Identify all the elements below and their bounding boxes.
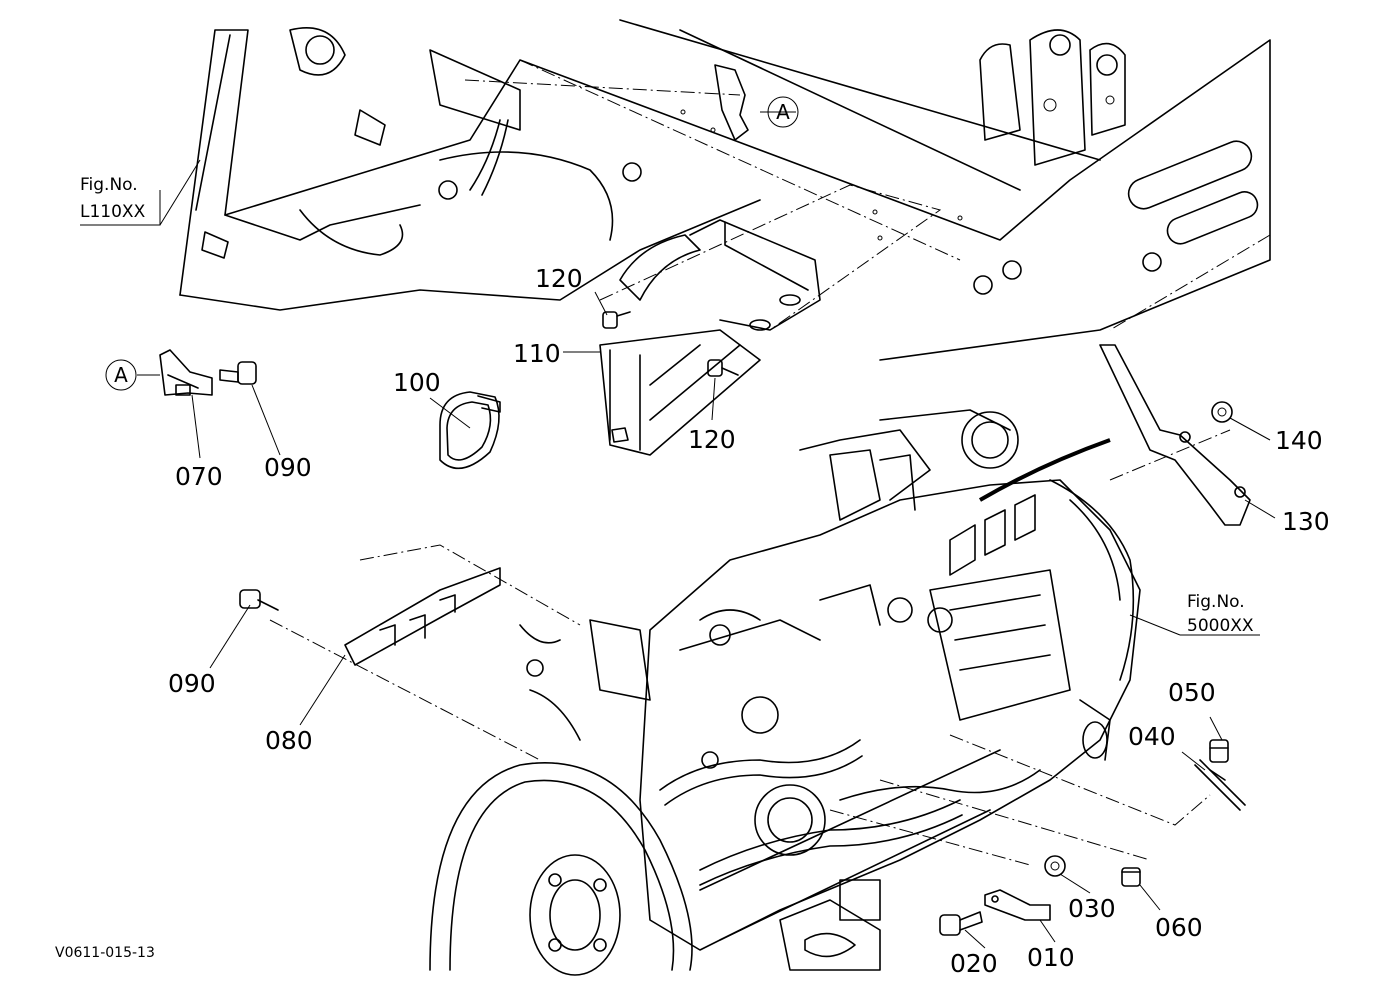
bolt-090-upper (219, 361, 257, 385)
leader-lines (269, 59, 1271, 866)
reference-marker-a-top: A (767, 96, 799, 128)
nut-030 (1044, 855, 1066, 877)
callout-080: 080 (265, 726, 313, 755)
bolt-020 (939, 911, 983, 936)
marker-a-top-text: A (776, 100, 790, 124)
callout-030: 030 (1068, 894, 1116, 923)
cap-060 (1121, 867, 1141, 887)
drawing-code: V0611-015-13 (55, 945, 155, 961)
callout-090-upper: 090 (264, 453, 312, 482)
fig-label-l110: Fig.No. (80, 175, 138, 195)
engine-assembly (519, 409, 1141, 971)
callout-110: 110 (513, 339, 561, 368)
clamp-100 (439, 391, 501, 470)
callout-020: 020 (950, 949, 998, 978)
flywheel (429, 762, 693, 976)
bracket-070 (159, 349, 213, 396)
chassis-frame (179, 19, 1271, 361)
callout-070: 070 (175, 462, 223, 491)
nut-140 (1211, 401, 1233, 423)
dipstick-040 (1194, 759, 1246, 811)
bracket-110 (599, 219, 821, 456)
callout-130: 130 (1282, 507, 1330, 536)
callout-050: 050 (1168, 678, 1216, 707)
callout-120-lower: 120 (688, 425, 736, 454)
bolt-120-lower (707, 359, 739, 377)
callout-010: 010 (1027, 943, 1075, 972)
rod-130 (1099, 344, 1251, 526)
bolt-090-lower (239, 589, 279, 611)
fig-ref-5000: 5000XX (1187, 616, 1254, 636)
callout-040: 040 (1128, 722, 1176, 751)
callout-090-lower: 090 (168, 669, 216, 698)
callout-100: 100 (393, 368, 441, 397)
callout-120-upper: 120 (535, 264, 583, 293)
bolt-120-upper (602, 311, 631, 329)
callout-leaders (80, 111, 1276, 949)
plug-050 (1209, 739, 1229, 763)
bracket-010 (984, 889, 1051, 921)
plate-080 (344, 567, 501, 666)
callout-060: 060 (1155, 913, 1203, 942)
fig-label-5000: Fig.No. (1187, 592, 1245, 612)
fig-ref-l110: L110XX (80, 202, 146, 222)
callout-140: 140 (1275, 426, 1323, 455)
marker-a-left-text: A (114, 363, 128, 387)
reference-marker-a-left: A (105, 359, 137, 391)
